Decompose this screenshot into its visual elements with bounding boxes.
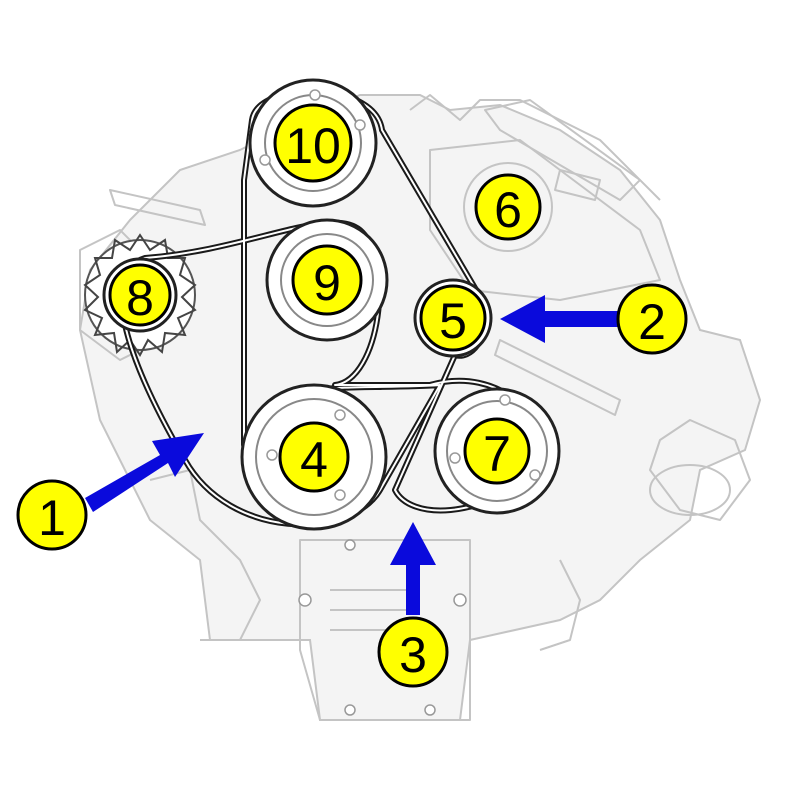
badge-5: 5 bbox=[419, 284, 487, 352]
arrow-3: 3 bbox=[377, 522, 449, 688]
badge-10-label: 10 bbox=[285, 118, 341, 174]
badge-7-label: 7 bbox=[483, 426, 511, 482]
arrow-1-label: 1 bbox=[38, 490, 66, 546]
arrow-3-label: 3 bbox=[399, 627, 427, 683]
badge-8: 8 bbox=[108, 263, 172, 327]
badge-9: 9 bbox=[291, 244, 363, 316]
badge-6: 6 bbox=[474, 173, 542, 241]
pulley-6-housing bbox=[463, 162, 553, 252]
badge-9-label: 9 bbox=[313, 255, 341, 311]
arrow-1: 1 bbox=[16, 433, 204, 551]
badge-6-label: 6 bbox=[494, 182, 522, 238]
badge-4-label: 4 bbox=[300, 432, 328, 488]
arrow-2: 2 bbox=[500, 283, 688, 355]
engine-outline bbox=[78, 94, 762, 721]
badge-7: 7 bbox=[463, 417, 531, 485]
badge-4: 4 bbox=[278, 421, 350, 493]
arrow-2-label: 2 bbox=[638, 294, 666, 350]
badge-8-label: 8 bbox=[126, 270, 154, 326]
badge-5-label: 5 bbox=[439, 293, 467, 349]
badge-10: 10 bbox=[273, 103, 353, 183]
